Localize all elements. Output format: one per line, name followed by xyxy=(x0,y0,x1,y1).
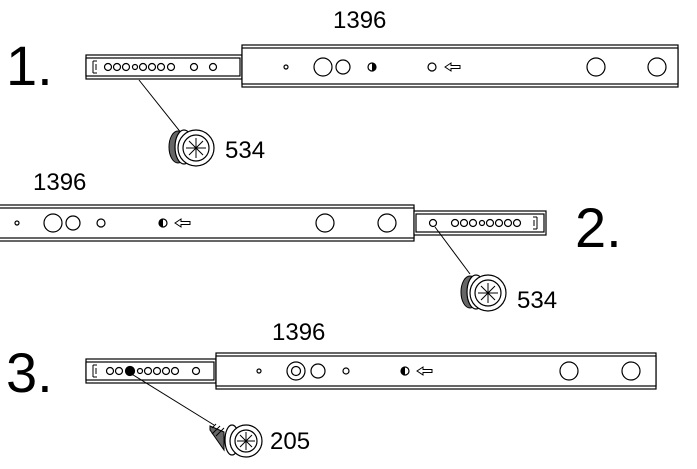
rail-length-label: 1396 xyxy=(333,7,386,34)
inner-rail xyxy=(85,358,217,384)
inner-rail xyxy=(413,210,547,236)
screw-part-label: 205 xyxy=(270,428,310,455)
leader-line xyxy=(138,79,183,135)
screw-part-label: 534 xyxy=(517,287,557,314)
outer-rail xyxy=(215,352,657,390)
euro-screw-icon xyxy=(460,274,507,312)
inner-rail xyxy=(85,54,243,80)
leader-line xyxy=(129,372,215,426)
screw-part-label: 534 xyxy=(225,137,265,164)
leader-line xyxy=(434,226,471,275)
step-number: 3. xyxy=(6,341,53,404)
step-2: 1396 2. xyxy=(0,169,622,314)
step-3: 3. 1396 xyxy=(6,319,657,458)
wood-screw-icon xyxy=(209,423,263,458)
rail-length-label: 1396 xyxy=(272,319,325,346)
step-number: 1. xyxy=(6,34,53,97)
outer-rail xyxy=(0,204,415,242)
step-1: 1. 1396 xyxy=(6,7,679,167)
rail-length-label: 1396 xyxy=(33,169,86,196)
step-number: 2. xyxy=(575,196,622,259)
euro-screw-icon xyxy=(168,129,215,167)
outer-rail xyxy=(241,44,679,88)
